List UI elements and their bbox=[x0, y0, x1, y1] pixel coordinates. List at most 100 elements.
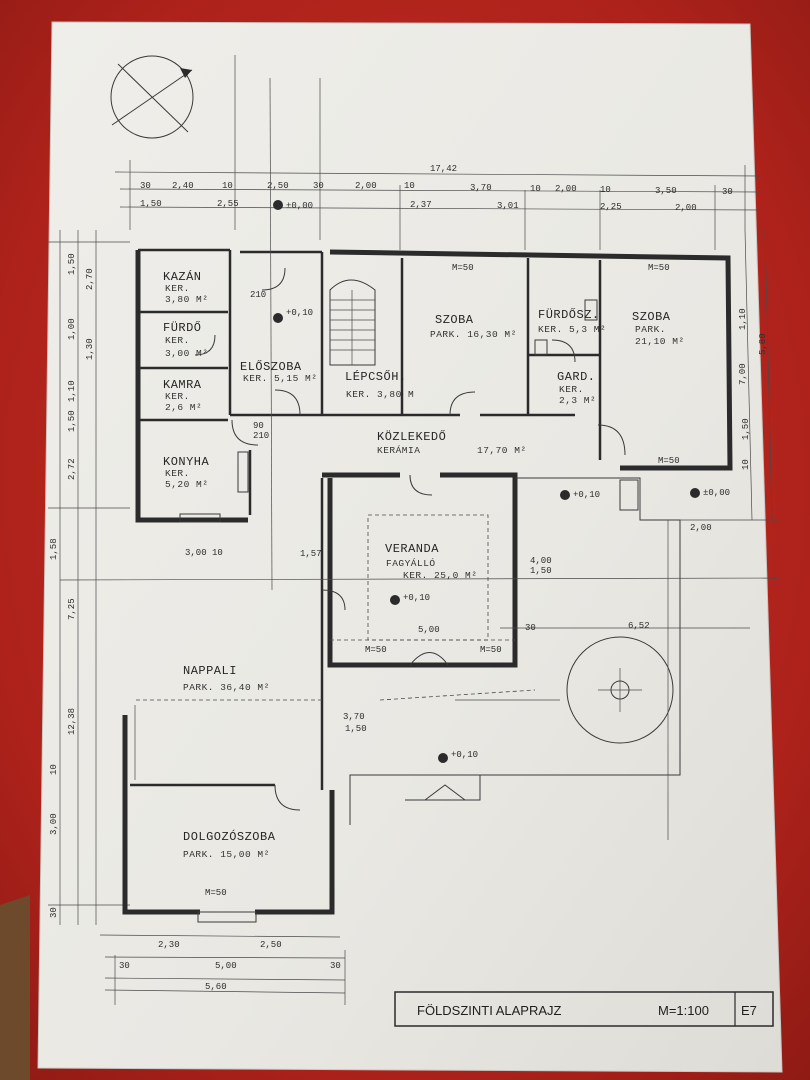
misc-dimension-labels: 3,00 10 1,57 4,00 1,50 6,52 5,00 3,70 1,… bbox=[185, 263, 712, 898]
room-dolgozoszoba: DOLGOZÓSZOBA PARK. 15,00 M² bbox=[183, 829, 276, 860]
walls bbox=[122, 248, 733, 915]
svg-text:DOLGOZÓSZOBA: DOLGOZÓSZOBA bbox=[183, 829, 276, 844]
bottom-dimension-labels: 2,30 2,50 30 5,00 30 5,60 bbox=[119, 940, 341, 992]
sheet-number: E7 bbox=[741, 1003, 757, 1018]
left-dimension-labels: 2,70 1,50 1,00 1,30 1,10 1,50 2,72 1,58 … bbox=[49, 253, 95, 918]
svg-text:2,72: 2,72 bbox=[67, 458, 77, 480]
svg-text:KAMRA: KAMRA bbox=[163, 378, 202, 392]
svg-text:1,50: 1,50 bbox=[345, 724, 367, 734]
svg-text:1,50: 1,50 bbox=[140, 199, 162, 209]
svg-text:M=50: M=50 bbox=[648, 263, 670, 273]
level-marker-icon: +0,10 bbox=[560, 490, 600, 500]
svg-text:10: 10 bbox=[49, 764, 59, 775]
svg-text:KÖZLEKEDŐ: KÖZLEKEDŐ bbox=[377, 429, 446, 444]
svg-text:M=50: M=50 bbox=[205, 888, 227, 898]
svg-text:1,50: 1,50 bbox=[530, 566, 552, 576]
svg-text:2,40: 2,40 bbox=[172, 181, 194, 191]
svg-text:KER. 5,3 M²: KER. 5,3 M² bbox=[538, 324, 606, 335]
svg-text:+0,10: +0,10 bbox=[573, 490, 600, 500]
svg-text:M=50: M=50 bbox=[658, 456, 680, 466]
door-swing bbox=[231, 419, 259, 446]
svg-text:3,00 10: 3,00 10 bbox=[185, 548, 223, 558]
svg-text:PARK. 16,30 M²: PARK. 16,30 M² bbox=[430, 329, 517, 340]
svg-text:KER. 5,15 M²: KER. 5,15 M² bbox=[243, 373, 317, 384]
level-marker-icon: ±0,00 bbox=[273, 200, 313, 211]
svg-text:LÉPCSŐH.: LÉPCSŐH. bbox=[345, 369, 407, 384]
svg-text:PARK. 15,00 M²: PARK. 15,00 M² bbox=[183, 849, 270, 860]
title-block: FÖLDSZINTI ALAPRAJZ M=1:100 E7 bbox=[394, 991, 774, 1027]
room-veranda: VERANDA FAGYÁLLÓ KER. 25,0 M² bbox=[385, 542, 477, 581]
svg-text:SZOBA: SZOBA bbox=[435, 313, 474, 327]
svg-text:7,00: 7,00 bbox=[738, 363, 748, 385]
svg-text:1,58: 1,58 bbox=[49, 538, 59, 560]
svg-text:2,25: 2,25 bbox=[600, 202, 622, 212]
svg-text:2,30: 2,30 bbox=[158, 940, 180, 950]
svg-text:M=50: M=50 bbox=[480, 645, 502, 655]
svg-text:30: 30 bbox=[119, 961, 130, 971]
svg-text:3,00: 3,00 bbox=[49, 813, 59, 835]
svg-text:3,50: 3,50 bbox=[655, 186, 677, 196]
level-marker-icon: +0,10 bbox=[273, 308, 313, 323]
svg-text:PARK.: PARK. bbox=[635, 324, 666, 335]
svg-text:NAPPALI: NAPPALI bbox=[183, 664, 237, 678]
svg-text:FÜRDŐ: FÜRDŐ bbox=[163, 320, 202, 335]
svg-text:10: 10 bbox=[741, 459, 751, 470]
pool-circle bbox=[566, 636, 674, 744]
north-arrow-icon bbox=[110, 55, 194, 139]
svg-text:+0,10: +0,10 bbox=[451, 750, 478, 760]
svg-text:2,37: 2,37 bbox=[410, 200, 432, 210]
svg-text:30: 30 bbox=[525, 623, 536, 633]
svg-text:ELŐSZOBA: ELŐSZOBA bbox=[240, 359, 302, 374]
svg-text:10: 10 bbox=[600, 185, 611, 195]
svg-text:12,38: 12,38 bbox=[67, 708, 77, 735]
room-furdo: FÜRDŐ KER. 3,00 M² bbox=[163, 320, 208, 359]
dim-row-2: 1,50 2,55 2,37 3,01 2,25 2,00 bbox=[140, 199, 697, 213]
staircase bbox=[329, 279, 376, 366]
room-labels: KAZÁN KER. 3,80 M² FÜRDŐ KER. 3,00 M² KA… bbox=[163, 269, 685, 860]
svg-text:10: 10 bbox=[222, 181, 233, 191]
paper-sheet bbox=[37, 21, 783, 1073]
svg-text:+0,10: +0,10 bbox=[286, 308, 313, 318]
svg-text:2,00: 2,00 bbox=[355, 181, 377, 191]
svg-text:30: 30 bbox=[330, 961, 341, 971]
svg-text:5,20 M²: 5,20 M² bbox=[165, 479, 208, 490]
room-gardrob: GARD. KER. 2,3 M² bbox=[557, 370, 596, 406]
svg-text:1,10: 1,10 bbox=[67, 380, 77, 402]
room-kamra: KAMRA KER. 2,6 M² bbox=[163, 378, 202, 413]
level-marker-icon: +0,10 bbox=[390, 593, 430, 605]
svg-text:KER. 25,0 M²: KER. 25,0 M² bbox=[403, 570, 477, 581]
drawing-title: FÖLDSZINTI ALAPRAJZ bbox=[417, 1003, 562, 1018]
svg-text:KER.: KER. bbox=[165, 335, 190, 346]
svg-text:3,70: 3,70 bbox=[343, 712, 365, 722]
svg-text:KER.: KER. bbox=[165, 283, 190, 294]
svg-text:VERANDA: VERANDA bbox=[385, 542, 439, 556]
drawing-scale: M=1:100 bbox=[658, 1003, 709, 1018]
svg-text:5,00: 5,00 bbox=[215, 961, 237, 971]
svg-text:7,25: 7,25 bbox=[67, 598, 77, 620]
svg-text:KER.: KER. bbox=[165, 468, 190, 479]
dim-row-1: 30 2,40 10 2,50 30 2,00 10 3,70 10 2,00 … bbox=[140, 181, 733, 197]
svg-text:+0,10: +0,10 bbox=[403, 593, 430, 603]
svg-text:4,00: 4,00 bbox=[530, 556, 552, 566]
svg-text:KAZÁN: KAZÁN bbox=[163, 269, 202, 284]
svg-text:±0,00: ±0,00 bbox=[703, 488, 730, 498]
svg-text:KERÁMIA: KERÁMIA bbox=[377, 445, 420, 456]
svg-text:SZOBA: SZOBA bbox=[632, 310, 671, 324]
svg-text:2,6 M²: 2,6 M² bbox=[165, 402, 202, 413]
svg-text:30: 30 bbox=[722, 187, 733, 197]
svg-text:2,00: 2,00 bbox=[675, 203, 697, 213]
svg-text:21,10 M²: 21,10 M² bbox=[635, 336, 685, 347]
svg-text:1,57: 1,57 bbox=[300, 549, 322, 559]
svg-text:FAGYÁLLÓ: FAGYÁLLÓ bbox=[386, 558, 436, 569]
svg-text:17,70 M²: 17,70 M² bbox=[477, 445, 527, 456]
svg-text:1,00: 1,00 bbox=[67, 318, 77, 340]
svg-text:2,3 M²: 2,3 M² bbox=[559, 395, 596, 406]
svg-text:10: 10 bbox=[530, 184, 541, 194]
svg-text:5,80: 5,80 bbox=[758, 333, 768, 355]
svg-text:30: 30 bbox=[140, 181, 151, 191]
svg-text:1,50: 1,50 bbox=[67, 253, 77, 275]
svg-text:KER. 3,80 M: KER. 3,80 M bbox=[346, 389, 414, 400]
svg-text:KONYHA: KONYHA bbox=[163, 455, 210, 469]
svg-text:KER.: KER. bbox=[559, 384, 584, 395]
room-eloszoba: ELŐSZOBA KER. 5,15 M² bbox=[240, 359, 317, 384]
